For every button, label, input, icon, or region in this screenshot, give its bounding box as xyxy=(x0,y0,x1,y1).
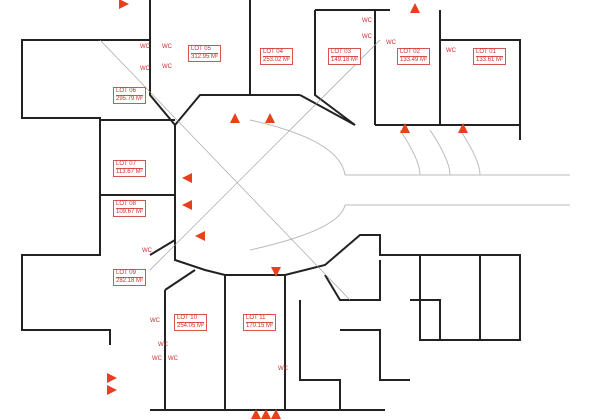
lot-name: LOT 03 xyxy=(331,49,351,55)
lot-name: LOT 08 xyxy=(116,201,136,207)
lot-name: LOT 10 xyxy=(177,315,197,321)
lot-name: LOT 01 xyxy=(476,49,496,55)
entrance-arrow-icon xyxy=(271,409,281,419)
lot-area: 254.05 M² xyxy=(177,322,205,329)
lot-name: LOT 11 xyxy=(246,315,266,321)
entrance-arrow-icon xyxy=(107,385,117,395)
lot-name: LOT 09 xyxy=(116,270,136,276)
entrance-arrow-icon xyxy=(230,113,240,123)
wc-label: WC xyxy=(142,248,152,254)
wc-label: WC xyxy=(150,318,160,324)
entrance-arrow-icon xyxy=(195,231,205,241)
lot-area: 109.67 M² xyxy=(116,208,144,215)
wc-label: WC xyxy=(158,342,168,348)
entrance-arrow-icon xyxy=(182,173,192,183)
lot-area: 170.15 M² xyxy=(246,322,274,329)
wc-label: WC xyxy=(168,356,178,362)
wc-label: WC xyxy=(362,18,372,24)
lot-area: 295.79 M² xyxy=(116,95,144,102)
wc-label: WC xyxy=(140,44,150,50)
entrance-arrow-icon xyxy=(265,113,275,123)
entrance-arrow-icon xyxy=(458,123,468,133)
wc-label: WC xyxy=(386,40,396,46)
lot-area: 149.18 M² xyxy=(331,56,359,63)
wc-label: WC xyxy=(278,366,288,372)
entrance-arrow-icon xyxy=(107,373,117,383)
entrance-arrow-icon xyxy=(119,0,129,9)
lot-name: LOT 02 xyxy=(400,49,420,55)
lot-area: 282.18 M² xyxy=(116,277,144,284)
entrance-markers xyxy=(107,0,468,419)
lot-name: LOT 07 xyxy=(116,161,136,167)
entrance-arrow-icon xyxy=(261,409,271,419)
lot-area: 253.02 M² xyxy=(263,56,291,63)
wc-label: WC xyxy=(162,64,172,70)
entrance-arrow-icon xyxy=(400,123,410,133)
wc-label: WC xyxy=(162,44,172,50)
lot-area: 312.95 M² xyxy=(191,53,219,60)
roads xyxy=(249,119,570,251)
entrance-arrow-icon xyxy=(271,267,281,277)
entrance-arrow-icon xyxy=(410,3,420,13)
wc-label: WC xyxy=(362,34,372,40)
entrance-arrow-icon xyxy=(251,409,261,419)
lot-name: LOT 04 xyxy=(263,49,283,55)
lot-area: 113.67 M² xyxy=(116,168,143,175)
lot-area: 133.49 M² xyxy=(400,56,428,63)
lot-name: LOT 05 xyxy=(191,46,211,52)
diagonals xyxy=(99,39,381,301)
walls xyxy=(21,0,521,411)
wc-label: WC xyxy=(446,48,456,54)
wc-label: WC xyxy=(140,66,150,72)
lot-name: LOT 06 xyxy=(116,88,136,94)
entrance-arrow-icon xyxy=(182,200,192,210)
lot-area: 133.61 M² xyxy=(476,56,504,63)
wc-label: WC xyxy=(152,356,162,362)
